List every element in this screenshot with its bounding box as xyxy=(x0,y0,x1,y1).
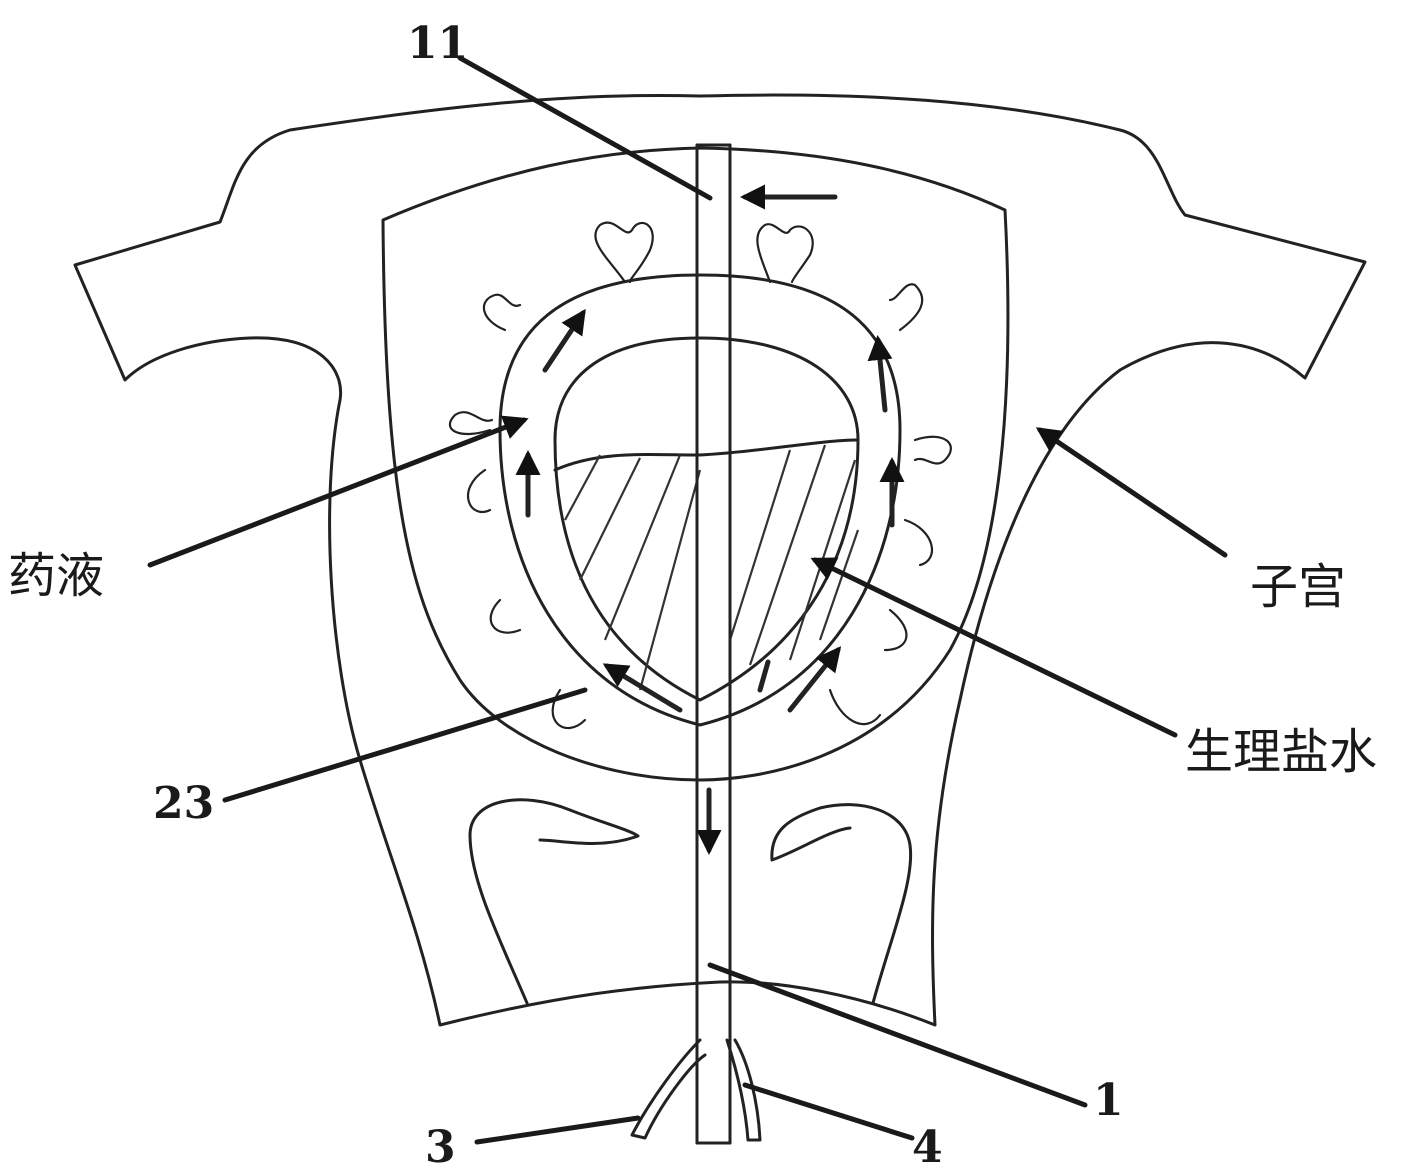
villi-decoration xyxy=(448,221,952,730)
cervix-right xyxy=(770,803,913,1005)
label-4: 4 xyxy=(912,1122,943,1169)
label-medicine: 药液 xyxy=(8,548,104,604)
side-tube-4 xyxy=(725,1038,762,1142)
label-uterus: 子宫 xyxy=(1250,559,1346,615)
side-tube-3 xyxy=(630,1038,707,1140)
inner-wall xyxy=(381,146,1010,782)
cervix-left xyxy=(468,798,640,1005)
flow-arrows xyxy=(515,184,905,855)
uterus-outline xyxy=(73,93,1367,1027)
catheter-tube xyxy=(695,143,732,1145)
label-1: 1 xyxy=(1093,1075,1124,1126)
label-11: 11 xyxy=(407,18,468,69)
label-saline: 生理盐水 xyxy=(1185,724,1377,780)
hatched-region xyxy=(553,438,860,691)
balloon-inner xyxy=(553,336,860,702)
label-23: 23 xyxy=(153,778,214,829)
label-3: 3 xyxy=(425,1122,456,1169)
leader-lines xyxy=(147,55,1228,1145)
balloon-outer xyxy=(498,273,902,727)
